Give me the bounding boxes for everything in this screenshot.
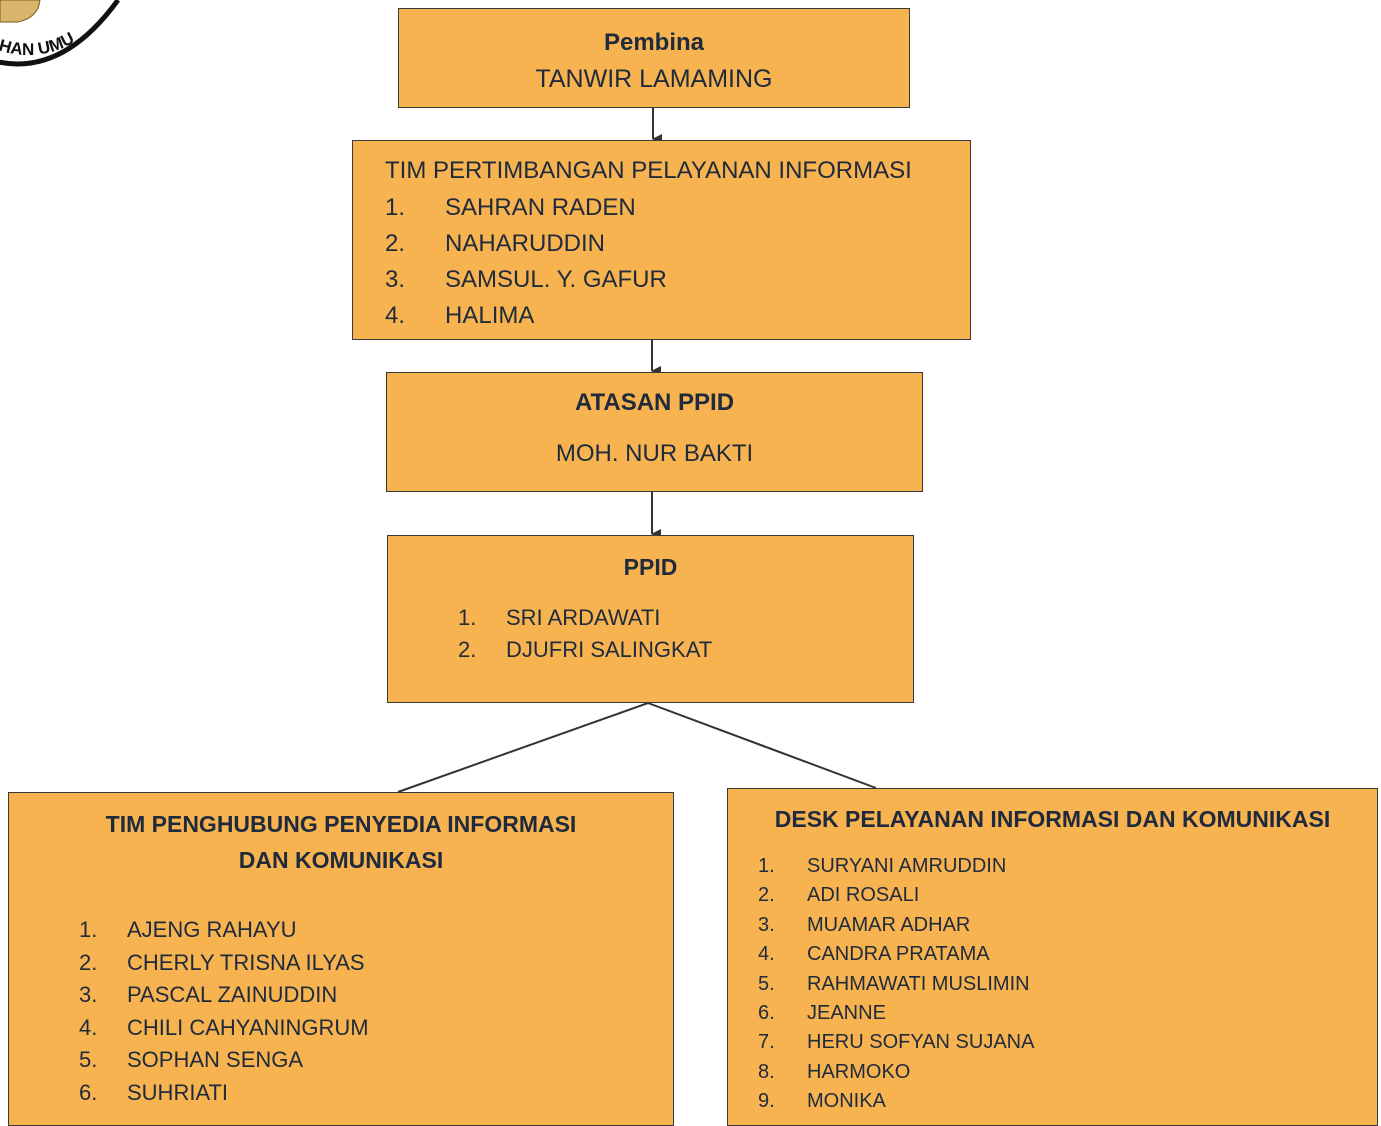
list-item-name: SUHRIATI <box>127 1079 229 1105</box>
list-item: 9. MONIKA <box>758 1088 1034 1117</box>
list-item-name: NAHARUDDIN <box>445 230 606 257</box>
list-item-number: 5. <box>79 1047 98 1073</box>
ppid-box: PPID 1. SRI ARDAWATI 2. DJUFRI SALINGKAT <box>387 535 914 703</box>
list-item: 4. HALIMA <box>385 301 667 337</box>
desk-pelayanan-box: DESK PELAYANAN INFORMASI DAN KOMUNIKASI … <box>727 788 1378 1126</box>
desk-pelayanan-title: DESK PELAYANAN INFORMASI DAN KOMUNIKASI <box>774 806 1331 832</box>
tim-penghubung-list: 1. AJENG RAHAYU 2. CHERLY TRISNA ILYAS 3. P… <box>79 916 369 1112</box>
tim-penghubung-title-line1: TIM PENGHUBUNG PENYEDIA INFORMASI <box>105 811 577 837</box>
list-item-number: 3. <box>79 982 98 1008</box>
list-item: 2. NAHARUDDIN <box>385 229 667 265</box>
list-item-number: 9. <box>758 1090 775 1113</box>
desk-pelayanan-list: 1. SURYANI AMRUDDIN 2. ADI ROSALI 3. MUAMAR… <box>758 853 1034 1118</box>
logo-emblem <box>0 0 41 23</box>
svg-text:HAN UMU: HAN UMU <box>0 28 77 59</box>
pembina-box: Pembina TANWIR LAMAMING <box>398 8 910 108</box>
atasan-ppid-title: ATASAN PPID <box>574 389 735 416</box>
list-item-number: 2. <box>758 884 775 907</box>
line-ppid-to-tim-penghubung <box>397 702 649 793</box>
list-item: 7. HERU SOFYAN SUJANA <box>758 1029 1034 1058</box>
list-item-name: CHILI CAHYANINGRUM <box>127 1014 369 1040</box>
list-item: 5. RAHMAWATI MUSLIMIN <box>758 971 1034 1000</box>
list-item-name: HARMOKO <box>807 1060 911 1083</box>
list-item-name: JEANNE <box>807 1001 886 1024</box>
list-item-number: 1. <box>758 855 775 877</box>
pembina-name: TANWIR LAMAMING <box>535 65 773 93</box>
list-item-number: 2. <box>79 949 98 975</box>
list-item-name: SURYANI AMRUDDIN <box>807 855 1007 877</box>
list-item-number: 2. <box>385 230 406 257</box>
pembina-title: Pembina <box>603 29 705 56</box>
list-item: 2. CHERLY TRISNA ILYAS <box>79 949 369 982</box>
atasan-ppid-box: ATASAN PPID MOH. NUR BAKTI <box>386 372 923 492</box>
list-item: 1. SAHRAN RADEN <box>385 193 667 229</box>
list-item: 8. HARMOKO <box>758 1059 1034 1088</box>
list-item-number: 1. <box>385 194 406 221</box>
tim-penghubung-title-line2: DAN KOMUNIKASI <box>238 847 444 873</box>
list-item-number: 4. <box>758 943 775 966</box>
list-item-number: 4. <box>385 302 406 329</box>
tim-pertimbangan-box: TIM PERTIMBANGAN PELAYANAN INFORMASI 1. S… <box>352 140 971 340</box>
list-item-name: CANDRA PRATAMA <box>807 943 990 966</box>
list-item: 6. SUHRIATI <box>79 1079 369 1112</box>
tim-pertimbangan-title: TIM PERTIMBANGAN PELAYANAN INFORMASI <box>385 157 912 184</box>
list-item-number: 1. <box>79 917 98 942</box>
list-item-name: ADI ROSALI <box>807 884 920 907</box>
list-item-name: HERU SOFYAN SUJANA <box>807 1031 1035 1054</box>
list-item-name: SAHRAN RADEN <box>445 194 636 221</box>
atasan-ppid-name: MOH. NUR BAKTI <box>555 440 754 467</box>
list-item-name: HALIMA <box>445 302 535 329</box>
list-item: 3. PASCAL ZAINUDDIN <box>79 981 369 1014</box>
list-item: 3. MUAMAR ADHAR <box>758 912 1034 941</box>
line-ppid-to-desk-pelayanan <box>647 702 877 789</box>
list-item-name: SRI ARDAWATI <box>506 605 661 630</box>
list-item-name: RAHMAWATI MUSLIMIN <box>807 972 1030 995</box>
list-item-name: SAMSUL. Y. GAFUR <box>445 266 667 293</box>
list-item-number: 8. <box>758 1060 775 1083</box>
list-item-number: 4. <box>79 1014 98 1040</box>
list-item-name: MUAMAR ADHAR <box>807 913 971 936</box>
list-item: 1. AJENG RAHAYU <box>79 916 369 949</box>
organization-logo: HAN UMU <box>0 0 120 67</box>
list-item: 2. DJUFRI SALINGKAT <box>458 636 712 668</box>
logo-text: HAN UMU <box>0 28 77 59</box>
list-item-number: 3. <box>385 266 406 293</box>
list-item: 5. SOPHAN SENGA <box>79 1046 369 1079</box>
list-item-number: 6. <box>79 1079 98 1105</box>
list-item-name: DJUFRI SALINGKAT <box>506 637 713 662</box>
list-item-name: MONIKA <box>807 1090 886 1113</box>
tim-penghubung-box: TIM PENGHUBUNG PENYEDIA INFORMASI DAN KO… <box>8 792 674 1126</box>
ppid-title: PPID <box>623 554 678 580</box>
list-item-number: 2. <box>458 637 477 662</box>
list-item: 1. SRI ARDAWATI <box>458 604 712 636</box>
logo-ring <box>0 0 120 67</box>
list-item: 4. CHILI CAHYANINGRUM <box>79 1014 369 1047</box>
list-item-number: 3. <box>758 913 775 936</box>
list-item-number: 5. <box>758 972 775 995</box>
list-item-number: 7. <box>758 1031 775 1054</box>
list-item-name: AJENG RAHAYU <box>127 917 297 942</box>
list-item-number: 1. <box>458 605 477 630</box>
list-item: 6. JEANNE <box>758 1000 1034 1029</box>
list-item: 3. SAMSUL. Y. GAFUR <box>385 265 667 301</box>
list-item: 1. SURYANI AMRUDDIN <box>758 853 1034 882</box>
list-item-number: 6. <box>758 1001 775 1024</box>
list-item: 4. CANDRA PRATAMA <box>758 941 1034 970</box>
ppid-list: 1. SRI ARDAWATI 2. DJUFRI SALINGKAT <box>458 604 712 668</box>
tim-pertimbangan-list: 1. SAHRAN RADEN 2. NAHARUDDIN 3. SAMSUL. Y.… <box>385 193 667 337</box>
list-item-name: CHERLY TRISNA ILYAS <box>127 949 365 975</box>
list-item-name: PASCAL ZAINUDDIN <box>127 982 338 1008</box>
list-item: 2. ADI ROSALI <box>758 882 1034 911</box>
list-item-name: SOPHAN SENGA <box>127 1047 304 1073</box>
